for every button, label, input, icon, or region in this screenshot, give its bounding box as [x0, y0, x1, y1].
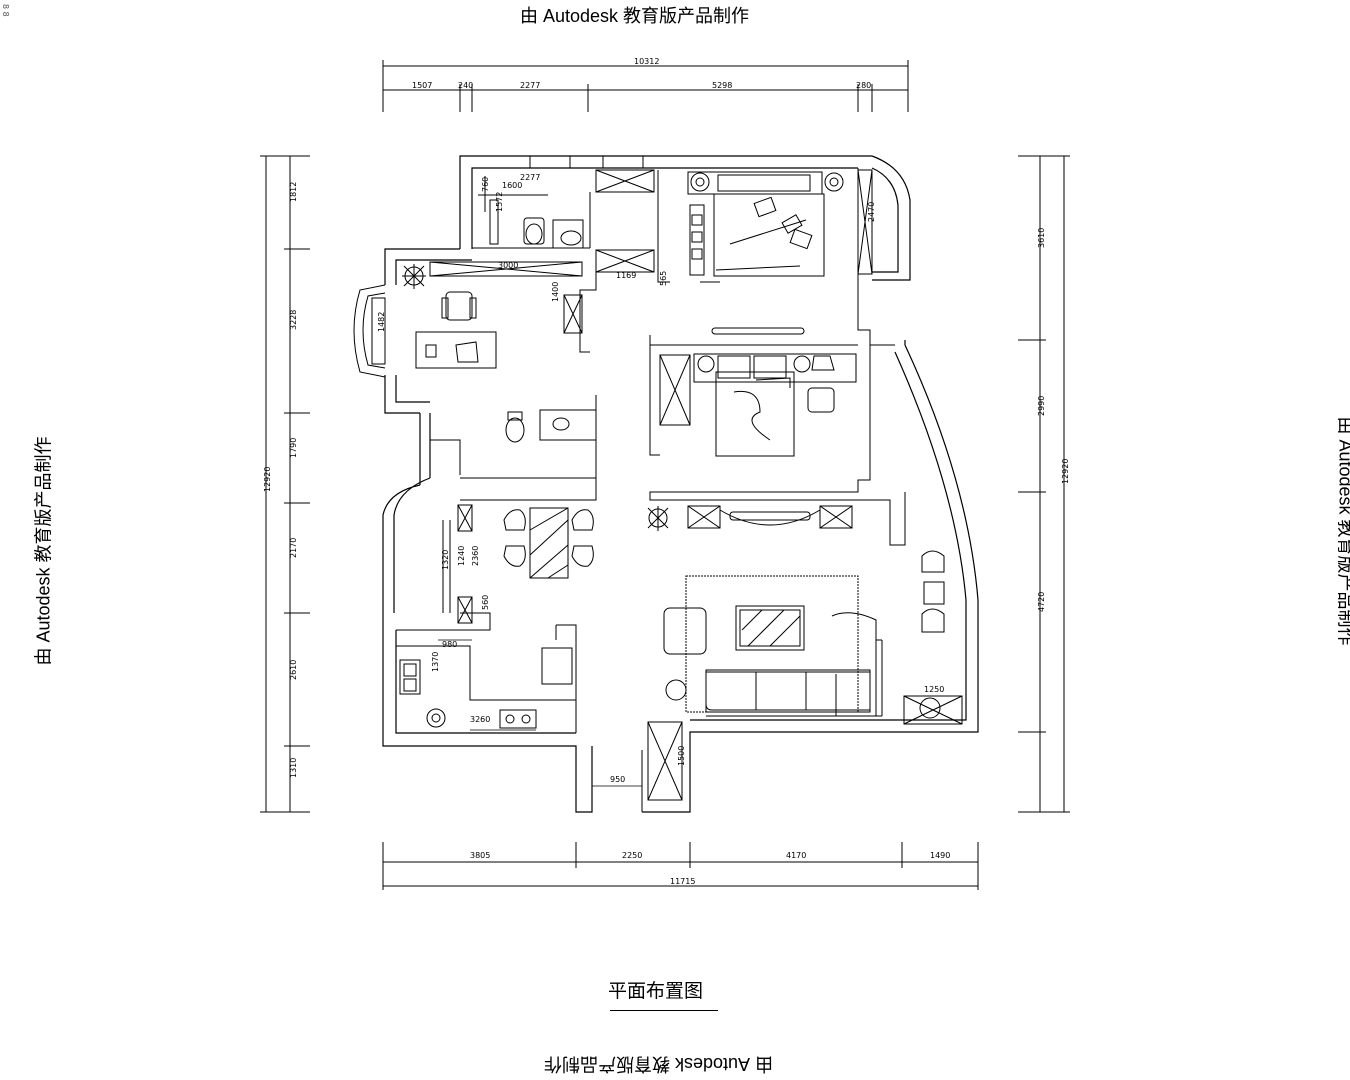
dim-bottom-2: 2250 — [622, 851, 642, 860]
dim-inner-3: 760 — [481, 177, 490, 192]
dim-top-total: 10312 — [634, 57, 659, 66]
dim-inner-16: 1370 — [431, 652, 440, 672]
dimension-top — [382, 60, 909, 112]
dim-left-6: 1310 — [289, 758, 298, 778]
dining-area — [442, 504, 594, 624]
dim-inner-7: 1169 — [616, 271, 636, 280]
dim-bottom-3: 4170 — [786, 851, 806, 860]
dim-right-total: 12920 — [1061, 459, 1070, 484]
kitchen — [396, 645, 576, 729]
dim-right-1: 3610 — [1037, 228, 1046, 248]
dim-inner-8: 565 — [659, 271, 668, 286]
master-bedroom — [687, 171, 844, 283]
dim-left-3: 1790 — [289, 438, 298, 458]
dim-inner-10: 2470 — [867, 202, 876, 222]
dim-left-4: 2170 — [289, 538, 298, 558]
dim-left-total: 12920 — [263, 467, 272, 492]
living-room — [647, 505, 963, 725]
dimension-bottom — [382, 842, 979, 890]
middle-bathroom — [505, 411, 570, 443]
dim-inner-12: 1240 — [457, 546, 466, 566]
dim-inner-11: 1320 — [441, 550, 450, 570]
dim-inner-6: 1400 — [551, 282, 560, 302]
exterior-walls — [382, 155, 979, 813]
watermark-top: 由 Autodesk 教育版产品制作 — [520, 6, 750, 26]
dim-inner-18: 1250 — [924, 685, 944, 694]
dim-inner-19: 1500 — [677, 746, 686, 766]
dim-top-1: 1507 — [412, 81, 432, 90]
dim-right-2: 2990 — [1037, 396, 1046, 416]
dim-inner-1: 2277 — [520, 173, 540, 182]
bathroom-top — [478, 176, 584, 249]
dim-inner-13: 2360 — [471, 546, 480, 566]
dim-bottom-1: 3805 — [470, 851, 490, 860]
dim-inner-5: 3000 — [498, 261, 518, 270]
dim-inner-9: 1482 — [377, 312, 386, 332]
title-underline — [610, 1010, 718, 1011]
dimension-labels: 10312 1507 240 2277 5298 280 3805 2250 4… — [263, 57, 1070, 886]
dim-inner-17: 3260 — [470, 715, 490, 724]
dimension-left — [260, 155, 310, 813]
bay-window-left — [353, 284, 386, 378]
dim-inner-4: 1572 — [495, 192, 504, 212]
dim-left-5: 2610 — [289, 660, 298, 680]
dim-top-2: 240 — [458, 81, 473, 90]
dim-inner-14: 560 — [481, 595, 490, 610]
second-bedroom — [659, 327, 857, 457]
dimension-right — [1018, 155, 1070, 813]
dim-inner-15: 980 — [442, 640, 457, 649]
dim-inner-2: 1600 — [502, 181, 522, 190]
dim-left-2: 3228 — [289, 310, 298, 330]
dim-top-3: 2277 — [520, 81, 540, 90]
dim-right-3: 4720 — [1037, 592, 1046, 612]
dim-bottom-total: 11715 — [670, 877, 695, 886]
interior-walls — [396, 155, 906, 812]
dim-inner-20: 950 — [610, 775, 625, 784]
dim-left-1: 1812 — [289, 182, 298, 202]
dim-bottom-4: 1490 — [930, 851, 950, 860]
drawing-title: 平面布置图 — [608, 980, 704, 1002]
dim-top-5: 280 — [856, 81, 871, 90]
edge-text: 8 8 — [1, 4, 10, 17]
study-room — [402, 261, 583, 369]
dim-top-4: 5298 — [712, 81, 732, 90]
